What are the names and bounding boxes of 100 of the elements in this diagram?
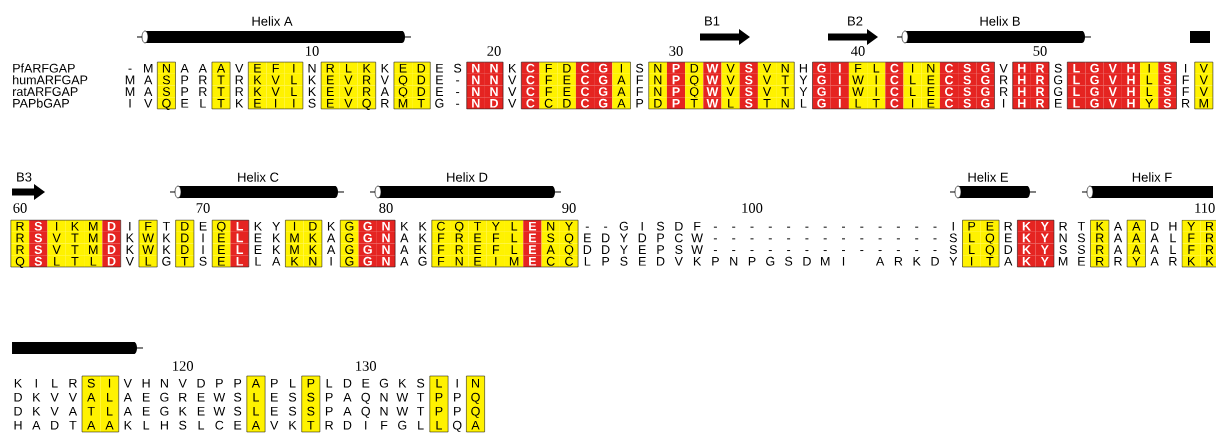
residue-letter: - [585, 226, 589, 228]
residue-letter: K [693, 257, 702, 266]
highlighted-residue: T [175, 255, 194, 267]
residue-letter: R [1000, 87, 1008, 96]
residue-letter: K [509, 63, 517, 73]
residue-letter: A [400, 233, 409, 243]
residue-letter: N [160, 378, 168, 388]
residue-letter: - [456, 92, 460, 94]
residue-letter: T [162, 221, 170, 231]
residue-letter: E [436, 87, 444, 96]
highlighted-residue: E [248, 97, 267, 109]
highlighted-residue: S [29, 220, 48, 232]
structure-label: Helix B [980, 16, 1020, 26]
residue-letter: R [1000, 75, 1008, 85]
highlighted-residue: A [612, 97, 631, 109]
residue-letter: - [933, 226, 937, 228]
highlighted-residue: L [230, 220, 249, 232]
residue-letter: K [126, 233, 134, 243]
highlighted-residue: Q [393, 85, 413, 99]
residue-letter: R [199, 87, 207, 96]
residue-letter: N [380, 392, 388, 402]
highlighted-residue: T [65, 255, 85, 267]
residue-letter: V [508, 99, 517, 108]
residue-letter: M [125, 75, 135, 85]
highlighted-residue: Q [357, 97, 376, 110]
highlighted-residue: C [521, 97, 540, 109]
highlighted-residue: M [393, 97, 413, 109]
highlighted-residue: T [412, 97, 431, 109]
residue-letter: R [1169, 257, 1177, 266]
highlighted-residue: M [1194, 97, 1213, 109]
highlighted-residue: P [962, 220, 981, 232]
residue-letter: N [730, 257, 738, 266]
highlighted-residue: Q [559, 231, 579, 245]
highlighted-residue: C [939, 62, 959, 74]
highlighted-residue: T [867, 97, 886, 109]
highlighted-residue: R [1090, 255, 1109, 267]
residue-letter: F [636, 75, 643, 85]
highlighted-residue: R [1030, 62, 1050, 74]
highlighted-residue: E [321, 97, 340, 109]
residue-letter: - [841, 238, 846, 240]
structure-label: B3 [17, 172, 32, 182]
highlighted-residue: G [340, 220, 359, 232]
residue-letter: K [273, 233, 281, 243]
highlighted-residue: E [523, 220, 542, 232]
highlighted-residue: I [903, 62, 922, 74]
residue-letter: - [768, 238, 772, 240]
residue-letter: F [636, 87, 643, 96]
highlighted-residue: Q [980, 243, 1000, 257]
sequence-name: PAPbGAP [13, 98, 69, 108]
residue-letter: G [160, 406, 169, 416]
position-number: 90 [562, 203, 576, 213]
residue-letter: M [821, 257, 830, 266]
residue-letter: P [325, 392, 333, 402]
residue-letter: K [289, 420, 297, 430]
residue-letter: K [399, 378, 407, 388]
residue-letter: K [126, 245, 134, 254]
residue-letter: W [213, 406, 226, 416]
residue-letter: D [583, 245, 592, 254]
highlighted-residue: N [450, 255, 469, 267]
residue-letter: A [380, 87, 389, 96]
sequence-name: PfARFGAP [13, 63, 75, 73]
residue-letter: S [949, 245, 957, 254]
residue-letter: - [878, 238, 882, 240]
residue-letter: K [163, 245, 171, 254]
residue-letter: D [343, 378, 352, 388]
highlighted-residue: L [1067, 97, 1086, 109]
residue-letter: - [860, 226, 864, 228]
highlighted-residue: Q [10, 255, 30, 268]
highlighted-residue: K [65, 220, 85, 232]
highlighted-residue: S [739, 97, 758, 109]
highlighted-residue: C [939, 97, 959, 109]
highlighted-residue: Q [157, 97, 176, 110]
highlighted-residue: L [867, 62, 886, 74]
highlighted-residue: P [666, 97, 686, 109]
residue-letter: - [768, 226, 772, 228]
residue-letter: D [51, 420, 59, 430]
residue-letter: K [308, 75, 317, 85]
highlighted-residue: E [921, 97, 940, 109]
residue-letter: A [1113, 245, 1123, 254]
residue-letter: G [418, 256, 427, 266]
residue-letter: K [419, 233, 427, 243]
highlighted-residue: V [1103, 62, 1122, 74]
residue-letter: - [933, 238, 937, 240]
residue-letter: R [69, 378, 77, 388]
residue-letter: - [787, 238, 791, 240]
residue-letter: P [657, 233, 664, 243]
highlighted-residue: C [431, 220, 451, 232]
residue-letter: G [1053, 87, 1063, 96]
highlighted-residue: L [47, 255, 66, 267]
highlighted-residue: H [1012, 97, 1031, 109]
residue-letter: S [234, 406, 242, 416]
residue-letter: - [713, 238, 717, 240]
residue-letter: E [436, 75, 444, 85]
highlighted-residue: K [1017, 255, 1036, 267]
highlighted-residue: C [541, 255, 560, 267]
residue-letter: A [180, 63, 189, 73]
position-number: 100 [742, 203, 763, 213]
residue-letter: E [362, 378, 370, 388]
residue-letter: H [799, 63, 807, 73]
residue-letter: R [1114, 257, 1122, 266]
